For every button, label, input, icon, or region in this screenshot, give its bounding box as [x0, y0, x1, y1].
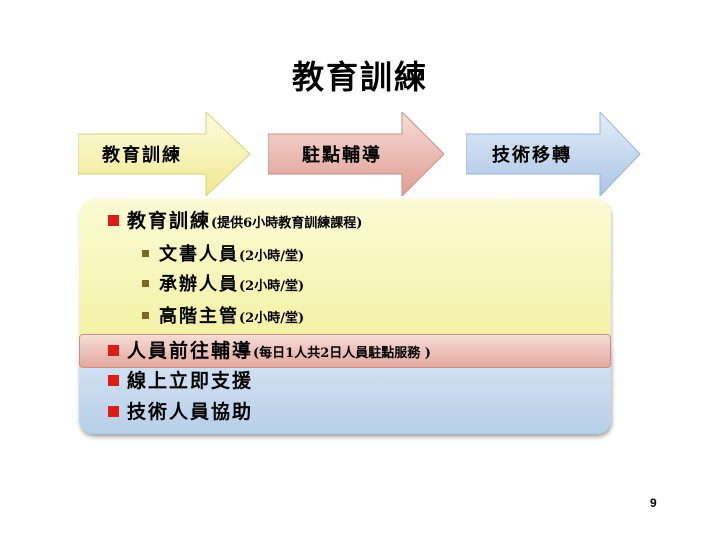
sub-item-label: 承辦人員: [159, 274, 239, 295]
sub-item-clerical: 文書人員(2小時/堂): [142, 240, 304, 270]
item-label: 人員前往輔導: [127, 340, 254, 362]
item-label: 技術人員協助: [127, 401, 254, 423]
sub-item-label: 高階主管: [159, 306, 239, 327]
small-square-bullet-icon: [142, 280, 149, 287]
item-label: 線上立即支援: [127, 370, 254, 392]
slide-title: 教育訓練: [291, 58, 428, 96]
list-item-online-support: 線上立即支援: [108, 366, 253, 396]
arrow-shape-training: [78, 112, 251, 196]
list-item-training: 教育訓練(提供6小時教育訓練課程): [108, 206, 362, 236]
sub-item-note: (2小時/堂): [239, 249, 305, 264]
list-item-onsite: 人員前往輔導(每日1人共2日人員駐點服務 ): [108, 336, 431, 366]
flow-arrow-onsite: 駐點輔導: [268, 112, 444, 196]
square-bullet-icon: [108, 215, 119, 226]
sub-item-executives: 高階主管(2小時/堂): [142, 302, 304, 332]
flow-label-onsite: 駐點輔導: [302, 145, 382, 166]
flow-label-tech-transfer: 技術移轉: [492, 145, 572, 166]
sub-item-note: (2小時/堂): [239, 311, 305, 326]
sub-item-label: 文書人員: [159, 244, 239, 265]
square-bullet-icon: [108, 406, 119, 417]
flow-label-training: 教育訓練: [102, 145, 182, 166]
item-label: 教育訓練: [127, 210, 212, 232]
page-number: 9: [650, 496, 657, 510]
square-bullet-icon: [108, 375, 119, 386]
sub-item-handlers: 承辦人員(2小時/堂): [142, 270, 304, 300]
flow-arrow-tech-transfer: 技術移轉: [466, 112, 642, 196]
arrow-shape-onsite: [268, 112, 444, 196]
small-square-bullet-icon: [142, 312, 149, 319]
flow-arrow-training: 教育訓練: [78, 112, 254, 196]
onsite-band: [79, 334, 611, 368]
arrow-shape-tech-transfer: [466, 112, 641, 196]
small-square-bullet-icon: [142, 250, 149, 257]
item-note: (每日1人共2日人員駐點服務 ): [253, 346, 431, 361]
list-item-tech-staff: 技術人員協助: [108, 397, 253, 427]
sub-item-note: (2小時/堂): [239, 279, 305, 294]
item-note: (提供6小時教育訓練課程): [211, 216, 363, 231]
training-panel: [79, 199, 611, 345]
square-bullet-icon: [108, 345, 119, 356]
